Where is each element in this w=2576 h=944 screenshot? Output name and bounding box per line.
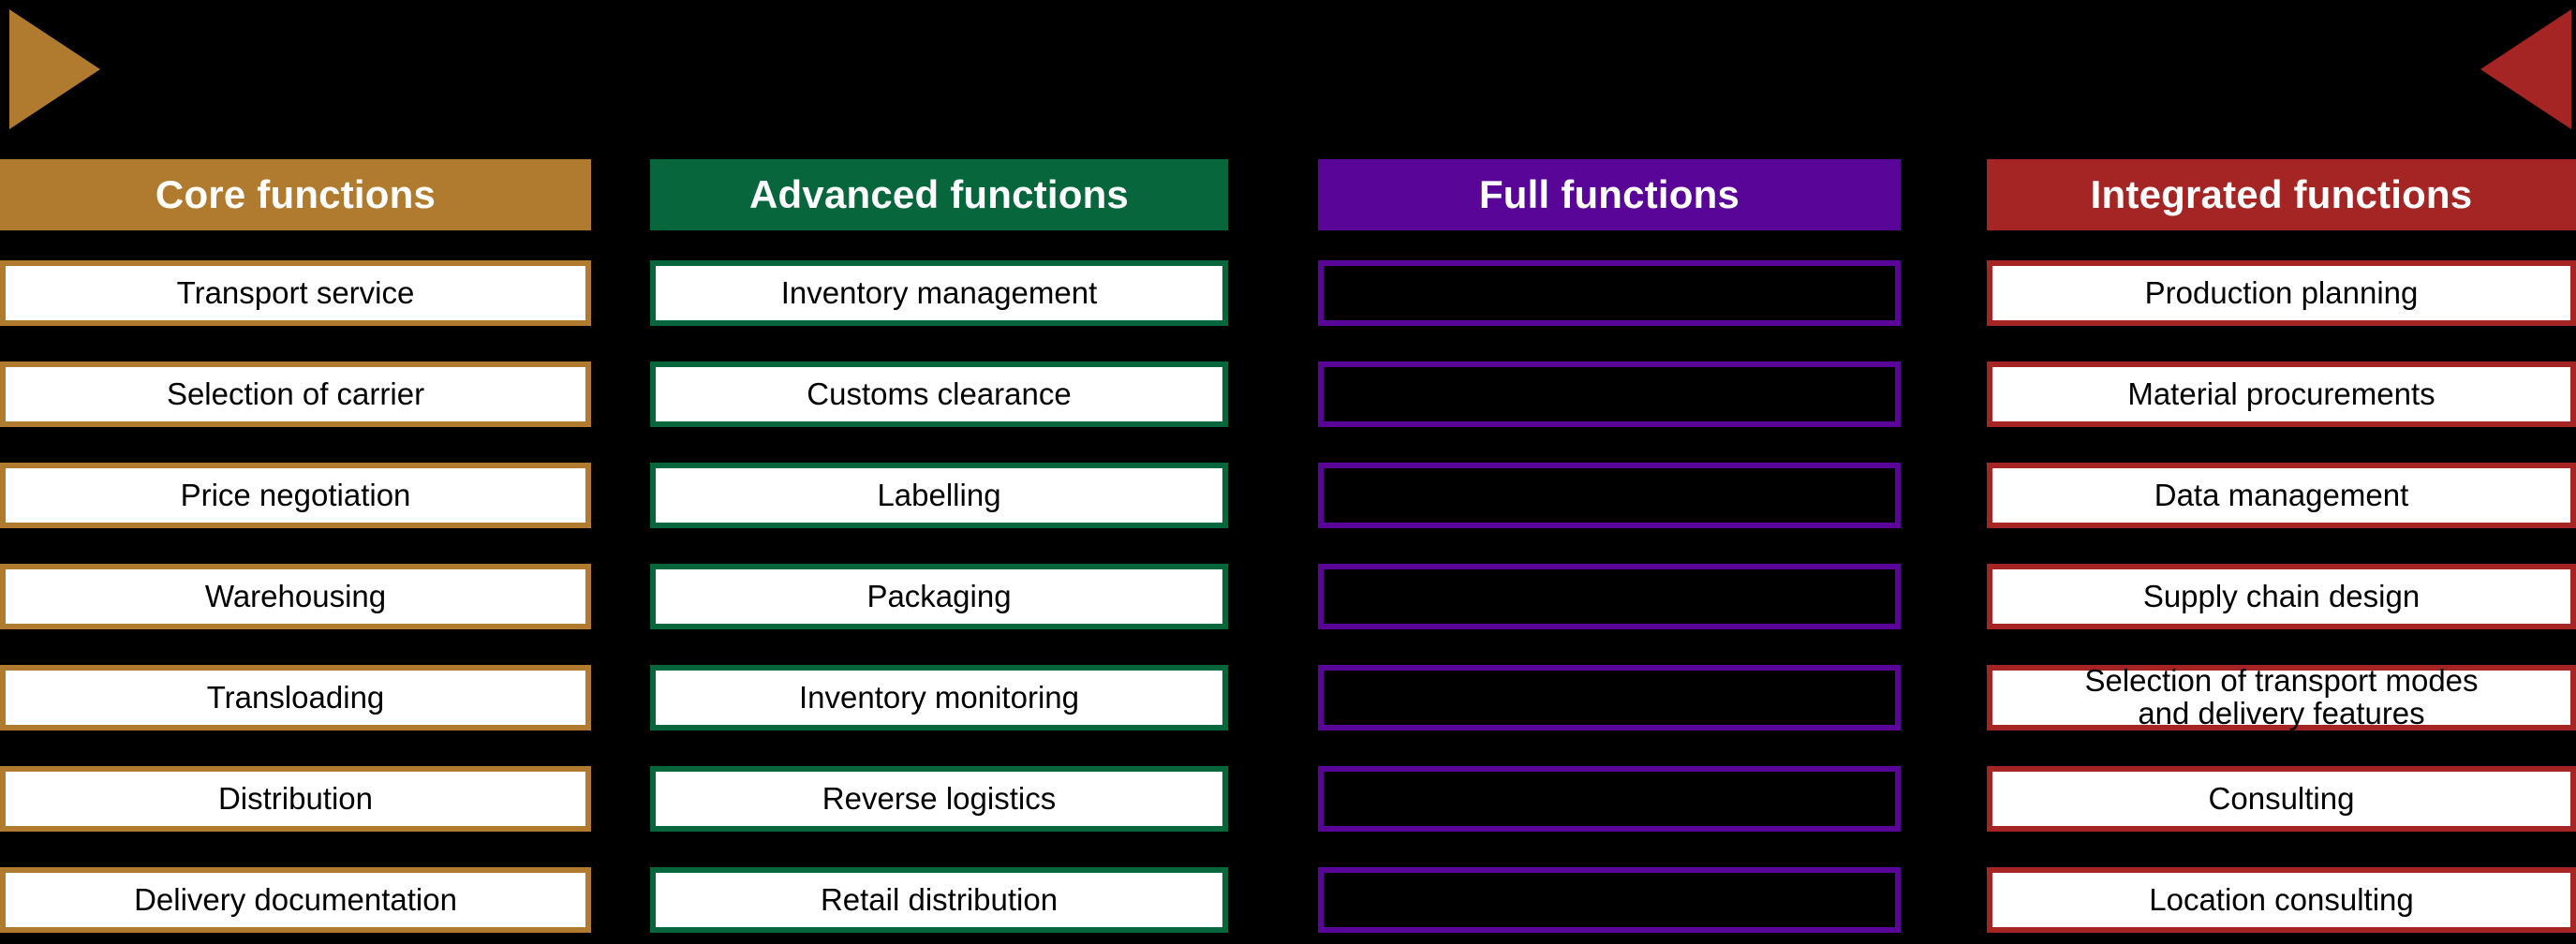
list-item[interactable]: Transloading xyxy=(0,665,591,730)
column-core-functions: Core functions Transport service Selecti… xyxy=(0,159,591,944)
item-list-full-functions xyxy=(1318,260,1901,933)
list-item-label: Production planning xyxy=(2144,274,2419,310)
list-item[interactable]: Data management xyxy=(1987,463,2576,528)
list-item[interactable] xyxy=(1318,260,1901,326)
list-item-label: Transport service xyxy=(176,274,415,310)
list-item-label: Data management xyxy=(2154,477,2409,512)
list-item[interactable]: Inventory management xyxy=(650,260,1228,326)
item-list-integrated-functions: Production planning Material procurement… xyxy=(1987,260,2576,933)
list-item[interactable]: Transport service xyxy=(0,260,591,326)
list-item-label: Price negotiation xyxy=(180,477,411,512)
column-header-full-functions: Full functions xyxy=(1318,159,1901,230)
list-item-label: Customs clearance xyxy=(807,376,1072,411)
list-item[interactable] xyxy=(1318,766,1901,832)
triangle-right-icon xyxy=(9,9,100,129)
triangle-left-icon xyxy=(2480,9,2571,129)
list-item[interactable]: Material procurements xyxy=(1987,361,2576,427)
list-item-label: Labelling xyxy=(877,477,1001,512)
list-item-label: Supply chain design xyxy=(2142,578,2421,613)
column-header-core-functions: Core functions xyxy=(0,159,591,230)
column-integrated-functions: Integrated functions Production planning… xyxy=(1987,159,2576,944)
list-item[interactable] xyxy=(1318,463,1901,528)
column-full-functions: Full functions xyxy=(1318,159,1901,944)
list-item[interactable]: Consulting xyxy=(1987,766,2576,832)
list-item[interactable] xyxy=(1318,665,1901,730)
list-item-label: Distribution xyxy=(217,780,374,816)
list-item-label: Selection of transport modes and deliver… xyxy=(2084,663,2479,730)
list-item-label: Selection of carrier xyxy=(166,376,425,411)
list-item-label: Consulting xyxy=(2208,780,2355,816)
list-item[interactable]: Distribution xyxy=(0,766,591,832)
list-item[interactable]: Delivery documentation xyxy=(0,867,591,933)
list-item[interactable]: Labelling xyxy=(650,463,1228,528)
list-item[interactable]: Retail distribution xyxy=(650,867,1228,933)
item-list-advanced-functions: Inventory management Customs clearance L… xyxy=(650,260,1228,933)
list-item[interactable]: Selection of carrier xyxy=(0,361,591,427)
list-item-label: Warehousing xyxy=(204,578,387,613)
list-item-label: Location consulting xyxy=(2149,881,2414,917)
list-item[interactable]: Customs clearance xyxy=(650,361,1228,427)
column-advanced-functions: Advanced functions Inventory management … xyxy=(650,159,1228,944)
list-item[interactable]: Inventory monitoring xyxy=(650,665,1228,730)
list-item[interactable]: Reverse logistics xyxy=(650,766,1228,832)
list-item[interactable]: Supply chain design xyxy=(1987,564,2576,629)
list-item-label: Inventory management xyxy=(780,274,1098,310)
list-item-label: Delivery documentation xyxy=(134,881,457,917)
list-item[interactable] xyxy=(1318,361,1901,427)
list-item[interactable] xyxy=(1318,867,1901,933)
list-item[interactable]: Price negotiation xyxy=(0,463,591,528)
list-item[interactable]: Selection of transport modes and deliver… xyxy=(1987,663,2576,730)
item-list-core-functions: Transport service Selection of carrier P… xyxy=(0,260,591,933)
list-item-label: Packaging xyxy=(866,578,1012,613)
list-item[interactable] xyxy=(1318,564,1901,629)
list-item-label: Transloading xyxy=(206,679,385,715)
list-item[interactable]: Warehousing xyxy=(0,564,591,629)
list-item-label: Retail distribution xyxy=(820,881,1059,917)
column-header-advanced-functions: Advanced functions xyxy=(650,159,1228,230)
list-item-label: Material procurements xyxy=(2127,376,2435,411)
list-item-label: Inventory monitoring xyxy=(799,679,1079,715)
list-item[interactable]: Location consulting xyxy=(1987,867,2576,933)
list-item-label: Reverse logistics xyxy=(822,780,1057,816)
list-item[interactable]: Production planning xyxy=(1987,260,2576,326)
column-header-integrated-functions: Integrated functions xyxy=(1987,159,2576,230)
list-item[interactable]: Packaging xyxy=(650,564,1228,629)
